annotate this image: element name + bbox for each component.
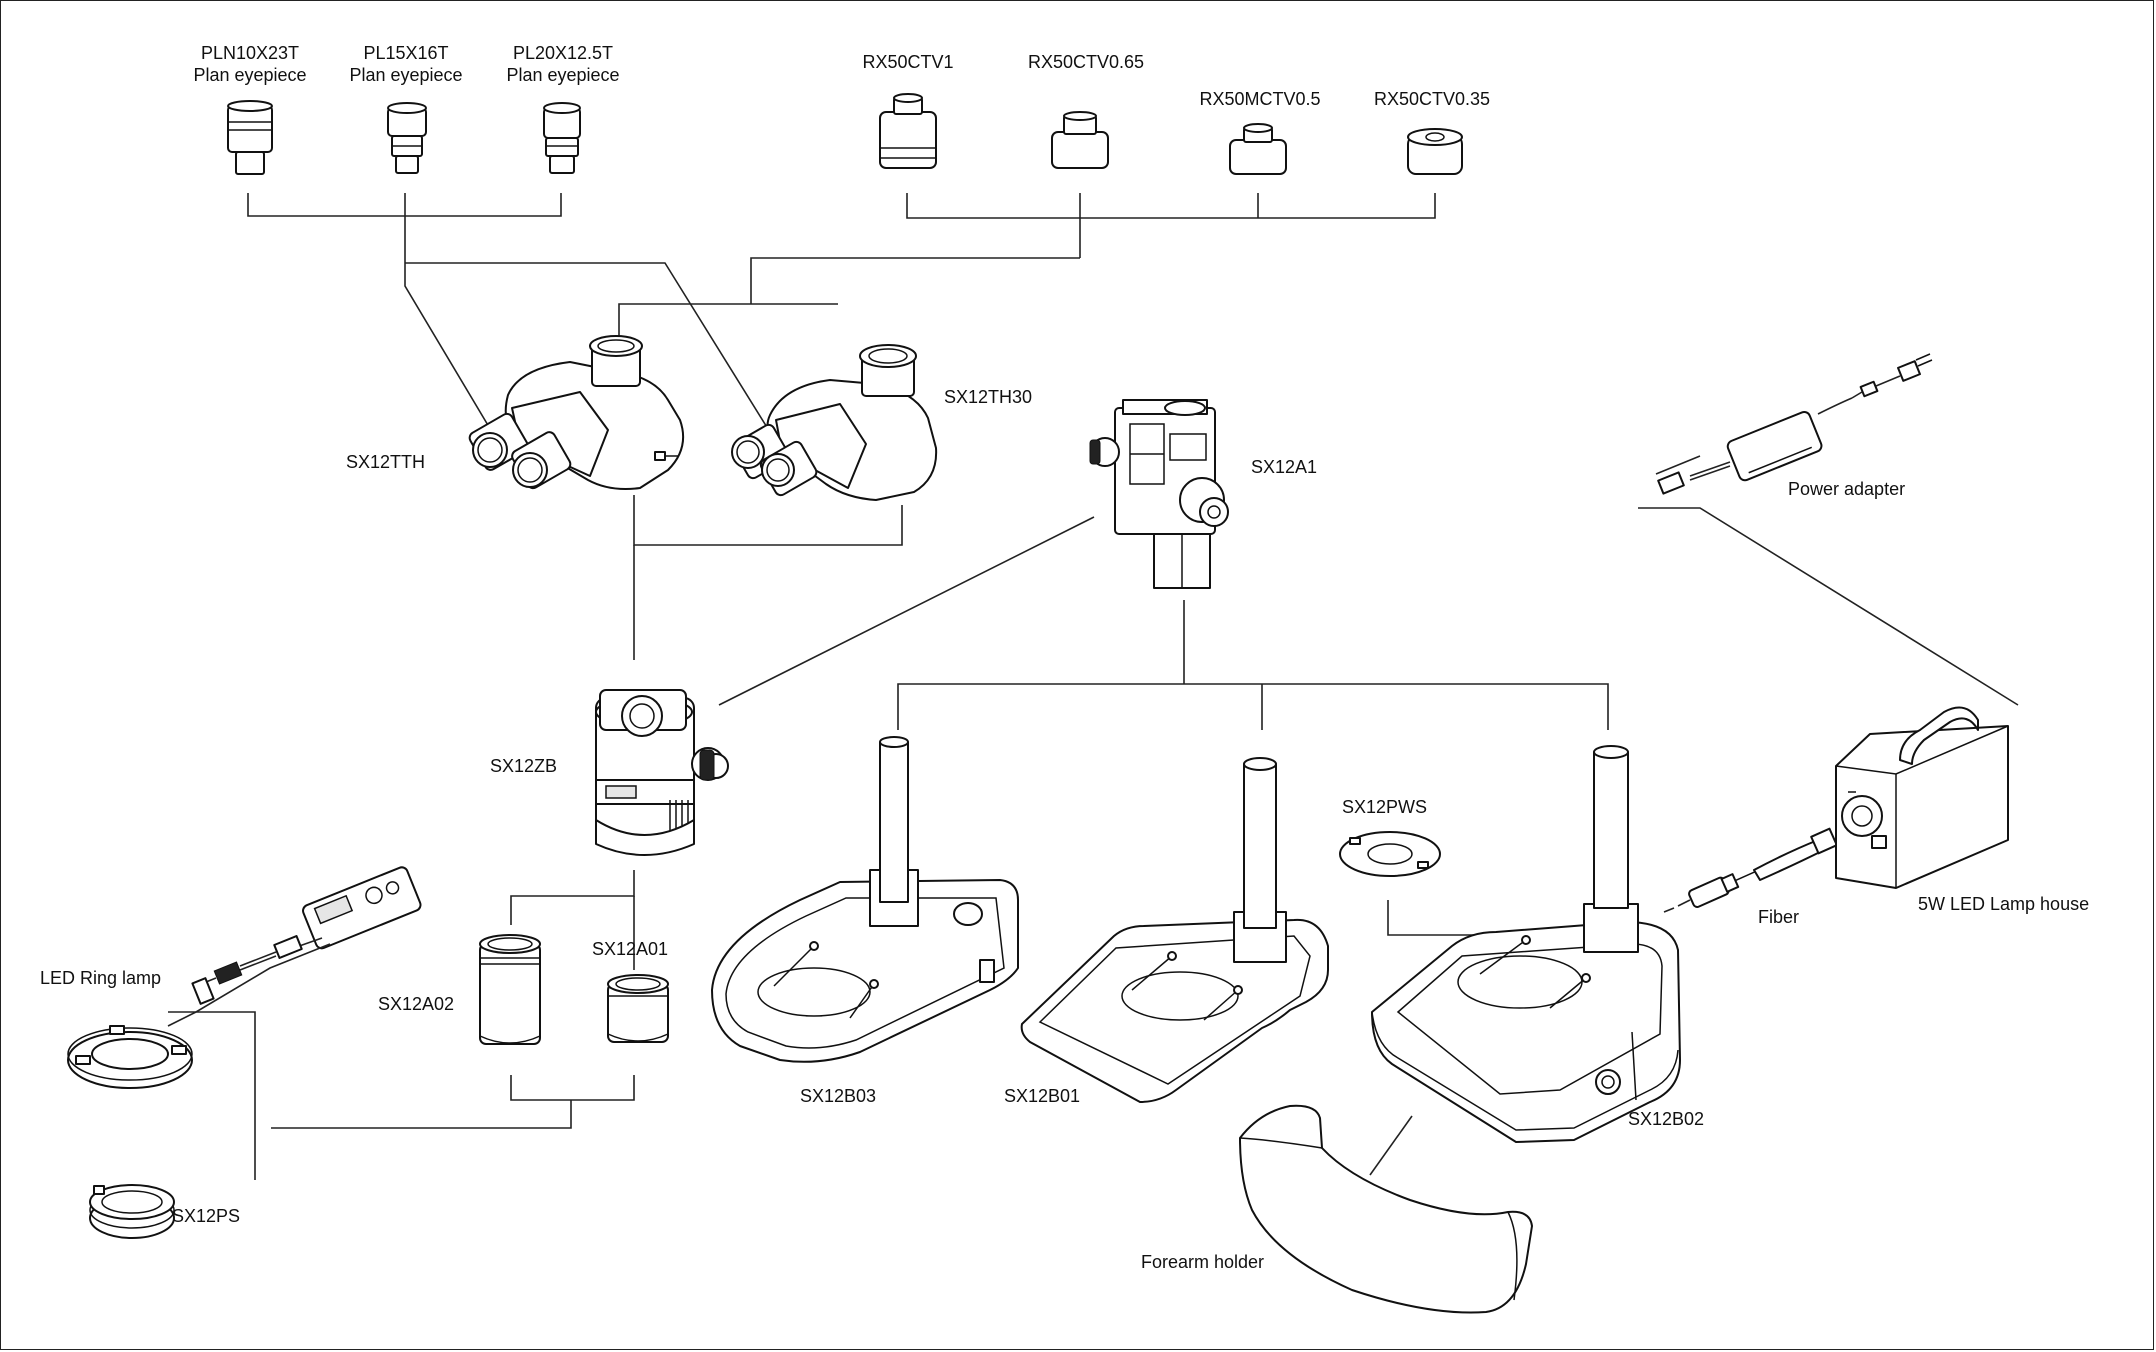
label-rx50ctv065: RX50CTV0.65 bbox=[1027, 52, 1145, 72]
label-sx12ps: SX12PS bbox=[172, 1206, 241, 1226]
polarizer-sx12ps-drawing bbox=[89, 1184, 175, 1239]
label-pl15x16t-name: PL15X16T bbox=[363, 43, 449, 63]
label-pl20x125t-desc: Plan eyepiece bbox=[506, 65, 620, 85]
objective-sx12a02-drawing bbox=[479, 934, 541, 1045]
label-sx12b03: SX12B03 bbox=[800, 1086, 877, 1106]
adapter-rx50ctv065-drawing bbox=[1051, 111, 1109, 169]
objective-sx12a01-drawing bbox=[607, 974, 669, 1043]
label-sx12zb: SX12ZB bbox=[490, 756, 558, 776]
zoom-body-sx12zb-drawing bbox=[595, 689, 729, 856]
label-pl20x125t: PL20X12.5T Plan eyepiece bbox=[506, 42, 619, 86]
head-sx12tth-drawing bbox=[468, 335, 684, 490]
label-pl15x16t-desc: Plan eyepiece bbox=[349, 65, 463, 85]
label-sx12a02: SX12A02 bbox=[378, 994, 455, 1014]
label-sx12pws: SX12PWS bbox=[1342, 797, 1428, 817]
adapter-rx50mctv05-drawing bbox=[1229, 123, 1287, 175]
label-sx12a1: SX12A1 bbox=[1251, 457, 1318, 477]
adapter-rx50ctv035-drawing bbox=[1407, 128, 1463, 175]
label-rx50ctv035: RX50CTV0.35 bbox=[1373, 89, 1491, 109]
eyepiece-pl20x125t-drawing bbox=[543, 102, 581, 174]
fiber-drawing bbox=[1663, 827, 1838, 913]
stand-sx12b01-drawing bbox=[1020, 757, 1329, 1103]
label-sx12a01: SX12A01 bbox=[592, 939, 669, 959]
stand-sx12b02-drawing bbox=[1371, 745, 1681, 1143]
forearm-holder-drawing bbox=[1239, 1104, 1533, 1314]
label-lamp-house: 5W LED Lamp house bbox=[1918, 894, 2090, 914]
eyepiece-pln10x23t-drawing bbox=[227, 100, 273, 175]
label-pl20x125t-name: PL20X12.5T bbox=[512, 43, 614, 63]
led-ring-lamp-drawing bbox=[67, 866, 422, 1089]
head-sx12th30-drawing bbox=[731, 344, 938, 501]
label-power-adapter: Power adapter bbox=[1788, 479, 1906, 499]
focus-arm-sx12a1-drawing bbox=[1089, 399, 1229, 589]
label-rx50ctv1: RX50CTV1 bbox=[862, 52, 954, 72]
label-led-ring-lamp: LED Ring lamp bbox=[40, 968, 162, 988]
adapter-rx50ctv1-drawing bbox=[879, 93, 937, 169]
stage-plate-sx12pws-drawing bbox=[1339, 831, 1441, 877]
label-pln10x23t-name: PLN10X23T bbox=[200, 43, 300, 63]
label-pl15x16t: PL15X16T Plan eyepiece bbox=[349, 42, 462, 86]
stand-sx12b03-drawing bbox=[711, 736, 1019, 1063]
label-sx12b02: SX12B02 bbox=[1628, 1109, 1705, 1129]
label-pln10x23t: PLN10X23T Plan eyepiece bbox=[193, 42, 306, 86]
label-sx12tth: SX12TTH bbox=[346, 452, 426, 472]
label-sx12b01: SX12B01 bbox=[1004, 1086, 1081, 1106]
label-rx50mctv05: RX50MCTV0.5 bbox=[1199, 89, 1321, 109]
eyepiece-pl15x16t-drawing bbox=[387, 102, 427, 174]
label-pln10x23t-desc: Plan eyepiece bbox=[193, 65, 307, 85]
power-adapter-drawing bbox=[1655, 353, 1933, 495]
label-forearm-holder: Forearm holder bbox=[1141, 1252, 1265, 1272]
led-lamp-house-drawing bbox=[1835, 706, 2009, 889]
label-fiber: Fiber bbox=[1758, 907, 1800, 927]
label-sx12th30: SX12TH30 bbox=[944, 387, 1033, 407]
